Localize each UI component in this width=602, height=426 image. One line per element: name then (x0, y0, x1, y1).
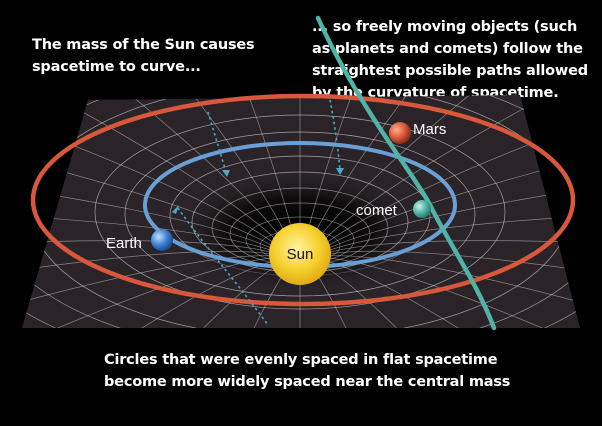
arrow-path (329, 99, 341, 171)
comet-label: comet (356, 202, 398, 219)
arrow-head-icon (172, 205, 179, 214)
grid-radial-line (329, 209, 580, 251)
mars-label: Mars (413, 121, 446, 138)
grid-radial-line (327, 133, 580, 247)
caption-line: ... so freely moving objects (such (312, 19, 578, 35)
caption-line: Circles that were evenly spaced in flat … (104, 352, 498, 368)
grid-radial-line (138, 95, 289, 240)
earth-label: Earth (106, 235, 142, 252)
grid-radial-line (329, 240, 580, 253)
sun (269, 223, 331, 285)
arrow-path (207, 111, 227, 173)
grid-radial-line (22, 170, 271, 249)
grid-radial-line (66, 258, 284, 328)
comet-path (315, 15, 497, 331)
geodesic-arrows (177, 99, 341, 326)
caption-circles-spacing: Circles that were evenly spaced in flat … (104, 349, 510, 393)
mars-orbit (30, 93, 576, 307)
grid-radial-line (324, 255, 580, 322)
grid-radial-line (22, 250, 273, 287)
caption-line: The mass of the Sun causes (32, 37, 255, 53)
grid-radial-line (22, 209, 271, 251)
caption-line: become more widely spaced near the centr… (104, 374, 511, 390)
caption-mass-curves-spacetime: The mass of the Sun causes spacetime to … (32, 34, 255, 78)
caption-line: as planets and comets) follow the (312, 41, 583, 57)
grid-radial-line (22, 133, 273, 247)
caption-line: spacetime to curve... (32, 59, 201, 75)
arrow-heads (172, 168, 344, 214)
grid-radial-line (321, 257, 580, 328)
grid-radial-line (22, 255, 276, 322)
grid-radial-line (316, 258, 534, 328)
grid-radial-line (22, 257, 279, 328)
mars (389, 122, 411, 144)
grid-radial-line (311, 95, 462, 240)
caption-line: straightest possible paths allowed (312, 63, 588, 79)
arrow-head-icon (222, 170, 230, 177)
comet (413, 200, 431, 218)
earth (151, 229, 173, 251)
grid-radial-line (22, 240, 271, 253)
arrow-path (177, 207, 269, 326)
arrow-head-icon (336, 168, 344, 175)
sun-label: Sun (287, 246, 314, 263)
grid-radial-line (329, 170, 580, 249)
